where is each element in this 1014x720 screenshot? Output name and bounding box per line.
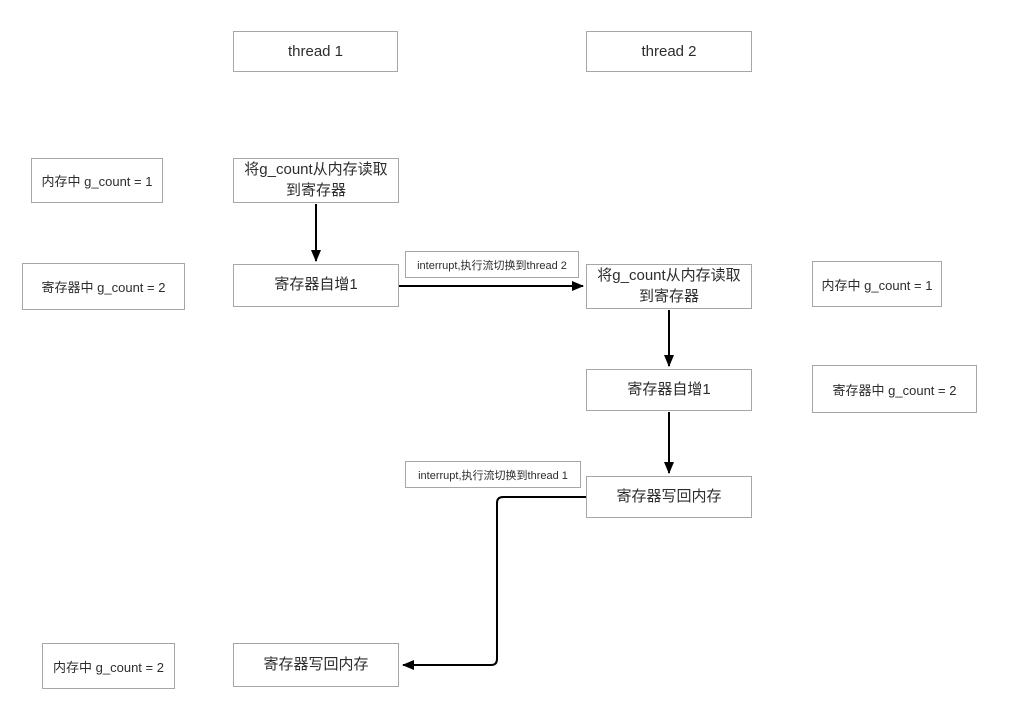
- t1-read-box: 将g_count从内存读取到寄存器: [233, 158, 399, 203]
- t2-increment-box: 寄存器自增1: [586, 369, 752, 411]
- interrupt-label-to-thread1: interrupt,执行流切换到thread 1: [405, 461, 581, 488]
- note-register-gcount-2-right: 寄存器中 g_count = 2: [812, 365, 977, 413]
- note-register-gcount-2-left: 寄存器中 g_count = 2: [22, 263, 185, 310]
- thread2-header-box: thread 2: [586, 31, 752, 72]
- t2-read-box: 将g_count从内存读取到寄存器: [586, 264, 752, 309]
- t1-write-box: 寄存器写回内存: [233, 643, 399, 687]
- thread1-header-box: thread 1: [233, 31, 398, 72]
- note-memory-gcount-1-left: 内存中 g_count = 1: [31, 158, 163, 203]
- arrow-t2-write-to-t1-write: [402, 496, 586, 670]
- interrupt-label-to-thread2: interrupt,执行流切换到thread 2: [405, 251, 579, 278]
- note-memory-gcount-2-left: 内存中 g_count = 2: [42, 643, 175, 689]
- note-memory-gcount-1-right: 内存中 g_count = 1: [812, 261, 942, 307]
- t1-increment-box: 寄存器自增1: [233, 264, 399, 307]
- t2-write-box: 寄存器写回内存: [586, 476, 752, 518]
